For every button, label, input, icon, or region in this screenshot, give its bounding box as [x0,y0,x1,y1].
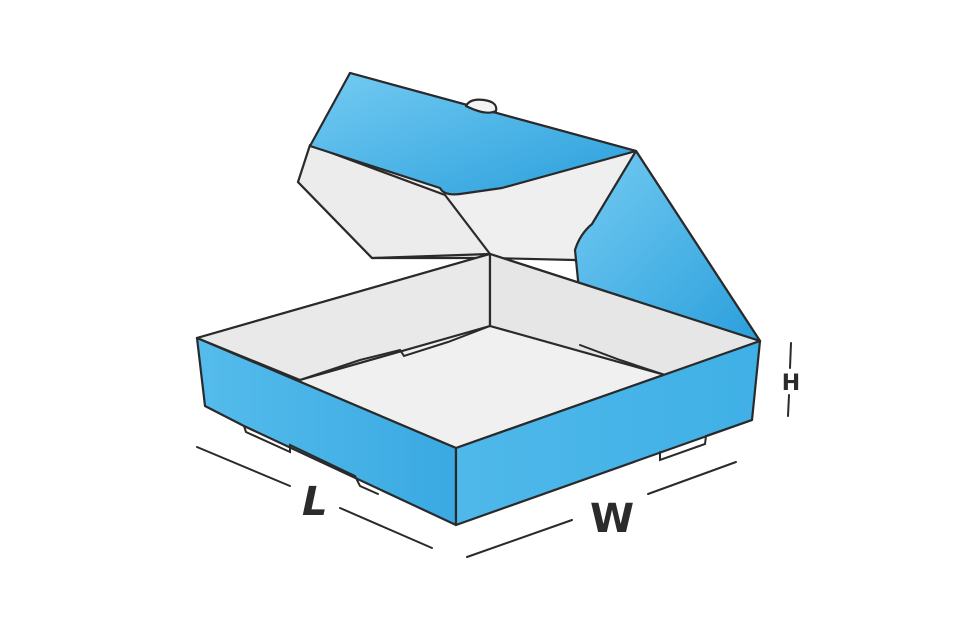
floor-seam-right [579,344,666,376]
height-label: H [782,371,800,396]
height-dimension: H [782,342,800,417]
tray [195,252,762,527]
right-wall-tabs [659,419,753,462]
lid [296,71,762,343]
lid-front-strip [308,71,638,196]
width-label: W [590,496,634,542]
left-wall-tabs [243,425,379,495]
tray-front-left-wall [195,336,458,527]
floor-seam [299,325,491,381]
length-label: L [297,477,333,524]
lid-left-tuck-flap [296,143,492,260]
lid-notch [464,98,498,114]
width-dimension: W [466,461,737,558]
